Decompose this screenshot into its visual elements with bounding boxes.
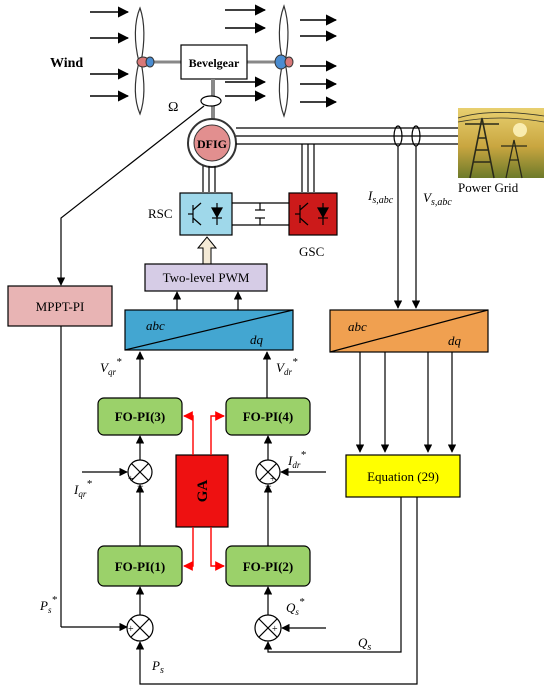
- ga-tuning-arrows: [183, 411, 225, 571]
- vqr-label: Vqr*: [100, 356, 122, 377]
- is-abc-label: Is,abc: [367, 188, 394, 206]
- sum-qs-minus: −: [264, 634, 271, 648]
- dq-abc-transform-abc: abc: [146, 318, 165, 333]
- abc-dq-transform-abc: abc: [348, 319, 367, 334]
- idr-label: Idr*: [287, 449, 306, 470]
- pwm-to-rsc-arrow: [196, 236, 218, 265]
- sum-qs-plus: +: [272, 624, 278, 635]
- rsc-box: [179, 192, 233, 236]
- gsc-label: GSC: [299, 244, 324, 259]
- ga-label: GA: [195, 480, 211, 503]
- qs-feedback-line: [263, 497, 402, 653]
- fopi1-label: FO-PI(1): [115, 559, 166, 574]
- ga-box: [175, 454, 229, 528]
- stator-grid-lines: [236, 127, 462, 145]
- wind-arrows: [90, 4, 338, 108]
- fopi3-box: [97, 397, 183, 436]
- right-turbine: [246, 4, 294, 118]
- sum-p-plus: +: [128, 624, 134, 635]
- sum-p-minus: −: [136, 634, 143, 648]
- dq-abc-divider: [124, 309, 294, 351]
- sum-junction-q: [127, 459, 153, 485]
- qs-label: Qs: [358, 635, 371, 653]
- bevelgear-label: Bevelgear: [189, 56, 240, 70]
- qs-ref-label: Qs*: [286, 596, 305, 617]
- power-grid-label: Power Grid: [458, 180, 519, 195]
- fopi4-label: FO-PI(4): [243, 409, 294, 424]
- iqr-label: Iqr*: [73, 478, 92, 499]
- wind-label: Wind: [50, 56, 83, 71]
- vdr-label: Vdr*: [276, 356, 298, 377]
- mppt-box: [7, 285, 113, 327]
- abc-dq-transform-dq: dq: [448, 333, 462, 348]
- dq-abc-transform-dq: dq: [250, 332, 264, 347]
- dfig-label: DFIG: [197, 137, 227, 151]
- speed-signal-line: [56, 105, 205, 286]
- mppt-label: MPPT-PI: [36, 299, 85, 314]
- abc-dq-divider: [329, 309, 489, 353]
- pwm-box: [144, 263, 268, 292]
- rotor-connections: [202, 144, 315, 226]
- omega-label: Ω: [168, 100, 178, 115]
- gsc-switch-icon: [295, 202, 330, 226]
- dfig-rotor: [193, 124, 231, 162]
- vs-abc-label: Vs,abc: [423, 190, 452, 208]
- left-turbine: [134, 6, 182, 116]
- sum-q-plus: +: [128, 474, 134, 485]
- speed-sensor: [200, 95, 222, 107]
- power-grid-image: [457, 108, 545, 179]
- fopi4-box: [225, 397, 311, 436]
- rsc-switch-icon: [188, 202, 224, 226]
- pwm-label: Two-level PWM: [163, 270, 250, 285]
- fopi3-label: FO-PI(3): [115, 409, 166, 424]
- sum-d-plus: +: [270, 474, 276, 485]
- fopi2-label: FO-PI(2): [243, 559, 294, 574]
- equation-box: [345, 454, 461, 498]
- sum-junction-qs: [254, 614, 282, 642]
- transform-to-equation-lines: [355, 352, 457, 453]
- ps-label: Ps: [151, 658, 164, 676]
- equation-label: Equation (29): [367, 469, 439, 484]
- rsc-label: RSC: [148, 206, 173, 221]
- ps-ref-label: Ps*: [39, 594, 57, 615]
- bevelgear-box: [180, 44, 248, 80]
- ps-feedback-line: [135, 497, 418, 685]
